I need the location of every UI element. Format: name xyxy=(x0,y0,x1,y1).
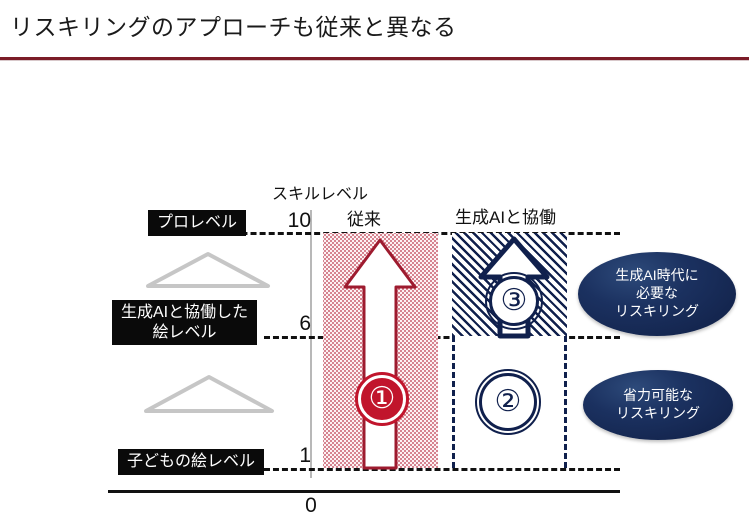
level-label-pro-text: プロレベル xyxy=(157,214,238,231)
callout-ai-era-line2: 必要な xyxy=(636,285,678,302)
level-label-ai-collab-line2: 絵レベル xyxy=(152,323,217,341)
callout-ai-era-reskilling: 生成AI時代に 必要な リスキリング xyxy=(578,252,736,336)
gridline-level-1 xyxy=(264,468,620,471)
title-divider-shadow xyxy=(0,60,749,61)
marker-one: ① xyxy=(355,372,409,426)
marker-three: ③ xyxy=(485,272,543,330)
column-header-conventional: 従来 xyxy=(347,210,381,229)
level-label-child: 子どもの絵レベル xyxy=(118,449,265,475)
callout-ai-era-line1: 生成AI時代に xyxy=(615,267,699,284)
y-tick-10: 10 xyxy=(287,209,311,232)
range-triangle-upper-icon xyxy=(145,250,271,295)
level-label-pro: プロレベル xyxy=(148,210,247,236)
y-axis-line xyxy=(310,210,312,478)
title-divider-rule xyxy=(0,57,749,60)
y-tick-0: 0 xyxy=(305,494,317,517)
marker-two: ② xyxy=(475,369,541,435)
callout-labor-saving-line1: 省力可能な xyxy=(623,387,693,404)
level-label-ai-collab-line1: 生成AIと協働した xyxy=(121,304,249,321)
x-axis-line xyxy=(108,490,620,493)
conventional-column-fill xyxy=(323,233,438,468)
y-tick-6: 6 xyxy=(299,312,311,335)
y-axis-title: スキルレベル xyxy=(272,186,369,203)
callout-labor-saving-reskilling: 省力可能な リスキリング xyxy=(583,370,733,440)
page-title: リスキリングのアプローチも従来と異なる xyxy=(10,14,457,40)
level-label-ai-collab: 生成AIと協働した 絵レベル xyxy=(112,300,258,346)
y-tick-1: 1 xyxy=(299,444,311,467)
callout-ai-era-line3: リスキリング xyxy=(615,302,699,319)
callout-labor-saving-line2: リスキリング xyxy=(616,405,700,421)
gridline-level-6 xyxy=(264,336,620,339)
range-triangle-lower-icon xyxy=(143,373,275,420)
level-label-child-text: 子どもの絵レベル xyxy=(127,453,256,470)
column-header-ai-collab: 生成AIと協働 xyxy=(455,208,557,227)
